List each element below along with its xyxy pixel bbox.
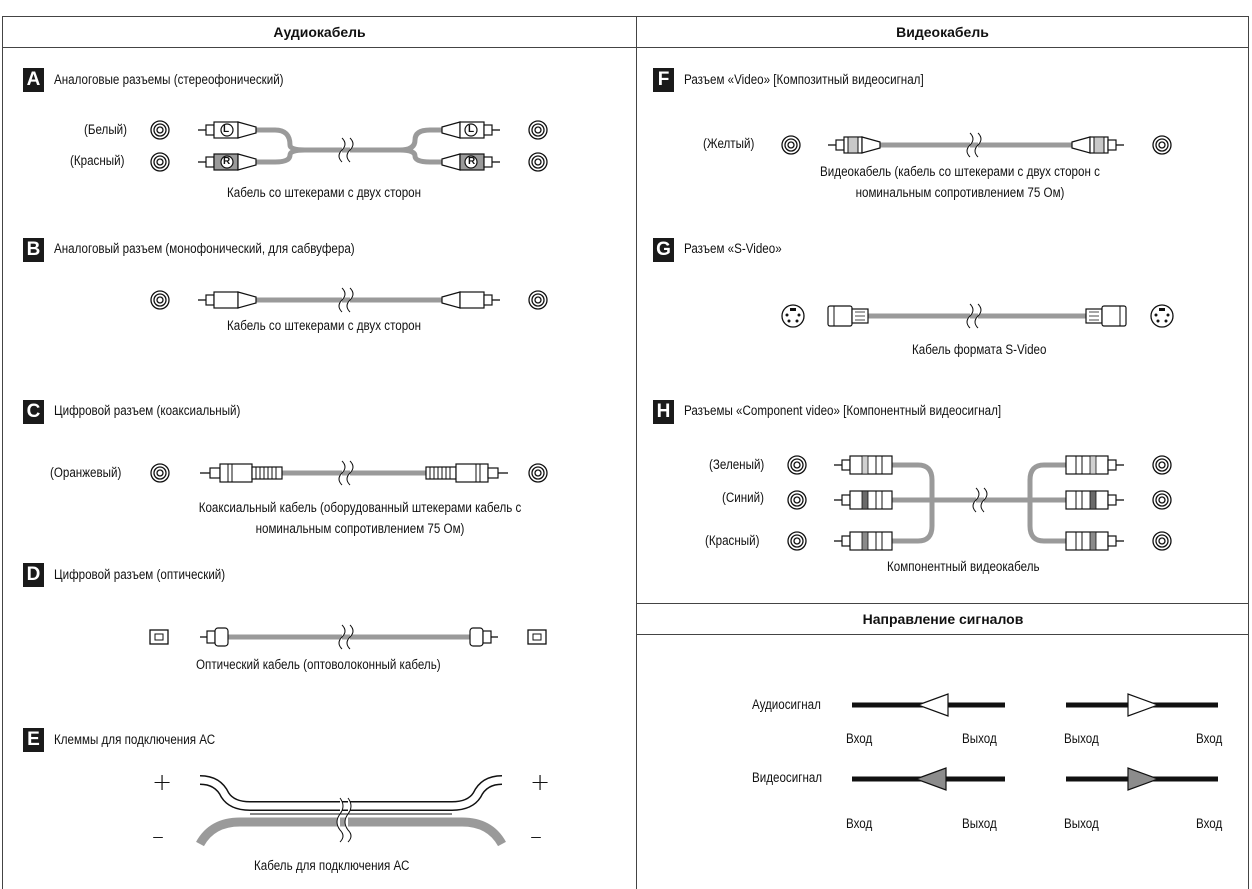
label-red-h: (Красный) bbox=[705, 533, 760, 548]
signals-header: Направление сигналов bbox=[862, 611, 1024, 627]
section-d-caption: Оптический кабель (оптоволоконный кабель… bbox=[196, 657, 441, 672]
rca-plug-icon bbox=[198, 291, 500, 309]
section-d-badge: D bbox=[23, 563, 44, 587]
section-g-caption: Кабель формата S-Video bbox=[912, 342, 1047, 357]
section-c-caption-1: Коаксиальный кабель (оборудованный штеке… bbox=[198, 500, 522, 515]
audio-cable-panel: Аудиокабель bbox=[2, 16, 637, 889]
section-h-title: Разъемы «Component video» [Компонентный … bbox=[684, 403, 1002, 418]
section-c-title: Цифровой разъем (коаксиальный) bbox=[54, 403, 241, 418]
video-in-left: Вход bbox=[846, 816, 873, 831]
jack-icon bbox=[150, 463, 548, 483]
jack-icon bbox=[787, 455, 1172, 551]
audio-out-left: Выход bbox=[962, 731, 997, 746]
video-out-left: Выход bbox=[962, 816, 997, 831]
arrow-left-icon bbox=[916, 693, 949, 717]
section-h-badge: H bbox=[653, 400, 674, 424]
section-a-caption: Кабель со штекерами с двух сторон bbox=[227, 185, 422, 200]
section-g-badge: G bbox=[653, 238, 674, 262]
s-video-jack-icon bbox=[781, 304, 1174, 328]
label-blue: (Синий) bbox=[722, 490, 764, 505]
rca-plug-icon bbox=[198, 121, 257, 171]
section-c-badge: C bbox=[23, 400, 44, 424]
section-b-caption: Кабель со штекерами с двух сторон bbox=[227, 318, 422, 333]
video-signal-label: Видеосигнал bbox=[752, 770, 823, 785]
optical-jack-icon bbox=[149, 629, 547, 645]
section-f-caption-1: Видеокабель (кабель со штекерами с двух … bbox=[820, 164, 1100, 179]
rca-plug-icon bbox=[441, 121, 500, 171]
jack-icon bbox=[150, 120, 170, 172]
optical-plug-icon bbox=[200, 627, 498, 647]
audio-signal-label: Аудиосигнал bbox=[752, 697, 821, 712]
plus-sign-left: + bbox=[152, 768, 173, 796]
label-orange: (Оранжевый) bbox=[50, 465, 122, 480]
jack-icon bbox=[528, 120, 548, 172]
audio-in-right: Вход bbox=[1196, 731, 1223, 746]
section-f-caption-2: номинальным сопротивлением 75 Ом) bbox=[855, 185, 1065, 200]
arrow-right-icon bbox=[1127, 767, 1160, 791]
arrow-right-icon bbox=[1127, 693, 1160, 717]
plug-label-l: L bbox=[468, 124, 475, 135]
section-b-badge: B bbox=[23, 238, 44, 262]
plus-sign-right: + bbox=[530, 768, 551, 796]
section-h-caption: Компонентный видеокабель bbox=[887, 559, 1040, 574]
section-a-title: Аналоговые разъемы (стереофонический) bbox=[54, 72, 284, 87]
audio-in-left: Вход bbox=[846, 731, 873, 746]
audio-cable-header: Аудиокабель bbox=[3, 17, 636, 48]
jack-icon bbox=[150, 290, 548, 310]
plug-label-l: L bbox=[223, 124, 230, 135]
plug-label-r: R bbox=[468, 156, 476, 167]
section-e-caption: Кабель для подключения АС bbox=[254, 858, 410, 873]
label-red: (Красный) bbox=[70, 153, 125, 168]
section-g-title: Разъем «S-Video» bbox=[684, 241, 782, 256]
section-a-badge: A bbox=[23, 68, 44, 92]
plug-label-r: R bbox=[223, 156, 231, 167]
arrow-left-icon bbox=[914, 767, 947, 791]
label-white: (Белый) bbox=[84, 122, 128, 137]
video-cable-panel: Видеокабель bbox=[637, 16, 1249, 889]
section-b-title: Аналоговый разъем (монофонический, для с… bbox=[54, 241, 355, 256]
section-f-badge: F bbox=[653, 68, 674, 92]
section-e-title: Клеммы для подключения АС bbox=[54, 732, 216, 747]
rca-plug-icon bbox=[828, 136, 1124, 154]
section-d-title: Цифровой разъем (оптический) bbox=[54, 567, 226, 582]
label-green: (Зеленый) bbox=[709, 457, 765, 472]
section-c-caption-2: номинальным сопротивлением 75 Ом) bbox=[255, 521, 465, 536]
video-in-right: Вход bbox=[1196, 816, 1223, 831]
minus-sign-right: – bbox=[530, 822, 542, 850]
audio-out-right: Выход bbox=[1064, 731, 1099, 746]
jack-icon bbox=[781, 135, 1172, 155]
s-video-plug-icon bbox=[827, 305, 1127, 327]
video-cable-header: Видеокабель bbox=[637, 17, 1248, 48]
minus-sign-left: – bbox=[152, 822, 164, 850]
video-out-right: Выход bbox=[1064, 816, 1099, 831]
coaxial-plug-icon bbox=[200, 463, 508, 483]
section-f-title: Разъем «Video» [Композитный видеосигнал] bbox=[684, 72, 924, 87]
signals-divider-top bbox=[637, 603, 1249, 604]
section-e-badge: E bbox=[23, 728, 44, 752]
rca-plug-icon bbox=[834, 455, 1124, 551]
label-yellow: (Желтый) bbox=[703, 136, 755, 151]
signals-divider-bottom bbox=[637, 634, 1249, 635]
